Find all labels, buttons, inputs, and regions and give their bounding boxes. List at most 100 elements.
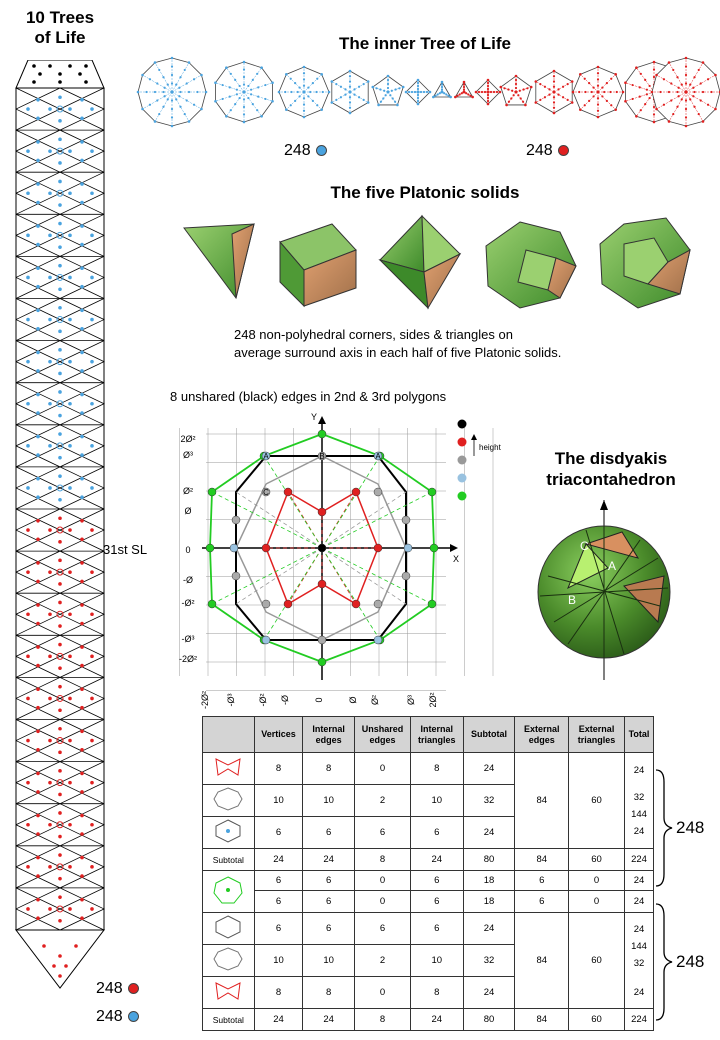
tree-dot (68, 697, 72, 701)
tree-dot (58, 222, 62, 226)
tree-dot (68, 865, 72, 869)
tree-dot (36, 453, 40, 457)
tree-dot (48, 64, 52, 68)
table-cell: 8 (410, 753, 463, 785)
platonic-caption-line1: 248 non-polyhedral corners, sides & tria… (234, 326, 714, 344)
tree-dot (36, 664, 40, 668)
tree-dot (90, 402, 94, 406)
red-vertex (352, 600, 360, 608)
icosahedron-icon (486, 222, 576, 308)
count-red-top: 248 (526, 142, 569, 160)
g3-external-triangles: 60 (569, 913, 625, 1009)
tree-dot (68, 360, 72, 364)
table-cell: 2 (355, 785, 411, 817)
header-blank (203, 717, 255, 753)
table-cell: 6 (303, 871, 355, 891)
tree-dot (58, 685, 62, 689)
tree-dot (90, 655, 94, 659)
tree-dot (58, 72, 62, 76)
g1-external-edges: 84 (515, 753, 569, 849)
table-cell: 10 (254, 945, 303, 977)
table-cell: 24 (463, 753, 515, 785)
tree-dot (80, 140, 84, 144)
table-cell: 10 (254, 785, 303, 817)
tree-dot (80, 369, 84, 373)
tree-dot (48, 528, 52, 532)
table-cell: 8 (303, 753, 355, 785)
tree-dot (80, 201, 84, 205)
tree-dot (80, 117, 84, 121)
tree-dot (90, 318, 94, 322)
table-value: 24 (625, 762, 653, 779)
polygon-icon (278, 66, 331, 119)
tree-dot (64, 964, 68, 968)
tree-dot (90, 781, 94, 785)
table-cell: 18 (463, 871, 515, 891)
tree-dot (26, 191, 30, 195)
lightblue-vertex (262, 636, 270, 644)
green-vertex (208, 488, 216, 496)
x-tick-label: -Ø³ (226, 694, 236, 707)
tree-dot (68, 528, 72, 532)
tree-dot (80, 916, 84, 920)
tree-dot (58, 498, 62, 502)
table-cell: 24 (303, 1009, 355, 1031)
tree-dot (68, 64, 72, 68)
tree-dot (80, 580, 84, 584)
tree-dot (36, 477, 40, 481)
header-internal-triangles: Internal triangles (410, 717, 463, 753)
table-value: 24 (625, 823, 653, 840)
legend-dot (458, 474, 467, 483)
table-cell: 6 (254, 871, 303, 891)
table-cell: 6 (254, 817, 303, 849)
tree-dot (58, 414, 62, 418)
count-red-left: 248 (96, 980, 139, 998)
tree-dot (36, 351, 40, 355)
polygon-icon (454, 81, 474, 99)
tree-dot (68, 823, 72, 827)
polygon-icon (499, 75, 532, 107)
table-cell: 6 (254, 913, 303, 945)
table-cell: 224 (624, 849, 653, 871)
table-cell: 24 (463, 977, 515, 1009)
point-label-a: A (375, 452, 381, 461)
gray-hexagon-icon (203, 913, 255, 945)
tree-dot (26, 823, 30, 827)
tree-dot (58, 601, 62, 605)
green-dashed-edge (212, 492, 322, 548)
tree-dot (68, 276, 72, 280)
x-tick-label: -Ø (280, 695, 290, 705)
tree-dot (48, 570, 52, 574)
tree-dot (36, 814, 40, 818)
tree-dot (48, 234, 52, 238)
tree-dot (80, 327, 84, 331)
tree-dot (36, 266, 40, 270)
tree-dot (80, 729, 84, 733)
table-cell: 18 (463, 891, 515, 913)
g3-totals: 241443224 (624, 913, 653, 1009)
tree-dot (90, 528, 94, 532)
blue-dot-icon (316, 145, 327, 156)
tree-dot (38, 72, 42, 76)
tree-dot (52, 964, 56, 968)
y-tick-label: Ø² (183, 486, 193, 496)
header-subtotal: Subtotal (463, 717, 515, 753)
table-cell: 6 (410, 817, 463, 849)
green-dashed-edge (322, 548, 432, 604)
tree-dot (78, 72, 82, 76)
tree-dot (48, 107, 52, 111)
tree-dot (90, 823, 94, 827)
tree-dot (58, 793, 62, 797)
polygon-row (136, 56, 720, 128)
gray-vertex (318, 636, 326, 644)
tree-dot (90, 149, 94, 153)
platonic-caption-line2: average surround axis in each half of fi… (234, 344, 714, 362)
tree-dot (80, 790, 84, 794)
tree-dot (36, 898, 40, 902)
table-value: 144 (625, 806, 653, 823)
tree-dot (36, 201, 40, 205)
table-cell: 32 (463, 785, 515, 817)
table-cell: 10 (303, 785, 355, 817)
x-tick-label: -Ø² (258, 694, 268, 707)
tree-dot (84, 64, 88, 68)
